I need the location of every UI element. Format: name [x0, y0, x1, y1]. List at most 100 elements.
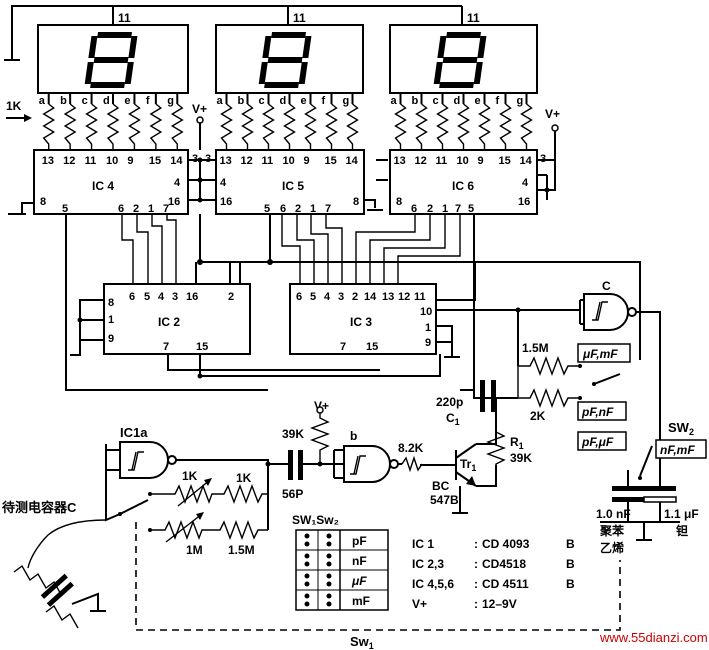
parts-suffix: B — [566, 537, 575, 551]
pin-label: 1 — [442, 203, 448, 215]
switch-label: μF,mF — [582, 347, 618, 361]
parts-sep: : — [474, 557, 478, 571]
display-pin-label: 11 — [467, 11, 480, 25]
switch-position-labels: μF,mF pF,nF pF,μF nF,mF SW2 — [577, 343, 707, 480]
pin-label: 1 — [310, 203, 316, 215]
sw2-label: SW2 — [668, 420, 694, 437]
pin-label: 2 — [352, 291, 358, 303]
resistor-1k-label: 1K — [6, 99, 22, 113]
pin-label: 14 — [520, 155, 533, 167]
segment-resistor: f — [146, 93, 163, 150]
digit-8-glyph — [258, 32, 312, 88]
pin-label: 13 — [220, 155, 232, 167]
pin-label: 9 — [425, 337, 431, 349]
gate-b-schmitt-nand: b 8.2K — [320, 429, 424, 483]
r39k-label: 39K — [282, 427, 304, 441]
display-pin-label: 11 — [118, 11, 131, 25]
gate-c-label: C — [602, 279, 611, 293]
pin-label: 7 — [455, 203, 461, 215]
pin-label: 15 — [499, 155, 511, 167]
pin-label: 1 — [425, 322, 431, 334]
pin-label: 6 — [411, 203, 417, 215]
pin-label: 14 — [346, 155, 359, 167]
parts-sep: : — [474, 597, 478, 611]
pin-label: 5 — [310, 291, 316, 303]
segment-letter: c — [82, 95, 88, 107]
pin-label: 13 — [382, 291, 394, 303]
table-row-unit: μF — [351, 574, 367, 588]
segment-resistor: c — [259, 93, 275, 150]
pot1k-label: 1K — [182, 469, 198, 483]
pin-label: 8 — [396, 196, 402, 208]
segment-letter: g — [343, 95, 350, 107]
pin-label: 13 — [42, 155, 54, 167]
pin-label: 13 — [394, 155, 406, 167]
seven-segment-display-3 — [389, 24, 538, 94]
display-common-bus: 11 11 11 — [4, 5, 480, 61]
segment-letter: b — [238, 95, 245, 107]
pin-label: 2 — [133, 203, 139, 215]
segment-resistor: g — [167, 93, 184, 150]
switch-label: pF,μF — [581, 435, 614, 449]
r15m-label: 1.5M — [522, 341, 549, 355]
segment-resistor: d — [454, 93, 470, 150]
pin-label: 1 — [108, 314, 114, 326]
pin-label: 11 — [262, 155, 274, 167]
feedback-network: 1K 1K 1M 1.5M — [105, 444, 268, 557]
switch-label: pF,nF — [581, 405, 614, 419]
pin-label: 6 — [129, 291, 135, 303]
bcd-bus-wiring — [65, 214, 641, 391]
res1k-label: 1K — [236, 471, 252, 485]
pin-label: 4 — [324, 291, 331, 303]
segment-resistor: e — [475, 93, 491, 150]
pin-label: 7 — [340, 341, 346, 353]
segment-resistor: g — [517, 93, 533, 150]
pin-label: 4 — [158, 291, 165, 303]
segment-letter: e — [301, 95, 307, 107]
ic3-label: IC 3 — [350, 315, 372, 329]
pullup-39k: V+ 39K — [282, 399, 330, 467]
pin-label: 6 — [118, 203, 124, 215]
segment-resistor: b — [412, 93, 428, 150]
transistor-tr1: Tr1 BC 547B R1 39K — [420, 430, 532, 514]
ic1a-schmitt-nand: IC1a — [105, 425, 271, 530]
pin-label: 5 — [62, 203, 68, 215]
segment-resistor: f — [322, 93, 338, 150]
digit-8-glyph — [433, 32, 487, 88]
segment-resistor: c — [433, 93, 449, 150]
parts-suffix: B — [566, 577, 575, 591]
ground-symbol — [8, 202, 34, 215]
pin-label: 7 — [325, 203, 331, 215]
tr1-label: Tr1 — [460, 457, 476, 473]
cap-poly-label: 聚苯 — [599, 523, 625, 538]
segment-letter: a — [39, 95, 46, 107]
pin-label: 8 — [108, 297, 114, 309]
pin-label: 4 — [220, 177, 227, 189]
pin-label: 4 — [174, 177, 181, 189]
ic1a-label: IC1a — [120, 425, 148, 440]
ic5-label: IC 5 — [282, 179, 304, 193]
pin-label: 3 — [338, 291, 344, 303]
segment-letter: d — [454, 95, 461, 107]
pin-label: 11 — [436, 155, 448, 167]
sw1-label: Sw1 — [350, 634, 374, 650]
parts-chip: 12–9V — [482, 597, 517, 611]
r2k-label: 2K — [530, 409, 546, 423]
c56p-label: 56P — [282, 487, 303, 501]
pin-label: 6 — [296, 291, 302, 303]
gate-c-schmitt-nand: C — [515, 279, 661, 470]
segment-letter: g — [517, 95, 524, 107]
segment-resistor: d — [103, 93, 120, 150]
parts-sep: : — [474, 577, 478, 591]
segment-letter: f — [146, 95, 150, 107]
pin-label: 12 — [415, 155, 427, 167]
segment-letter: c — [259, 95, 265, 107]
